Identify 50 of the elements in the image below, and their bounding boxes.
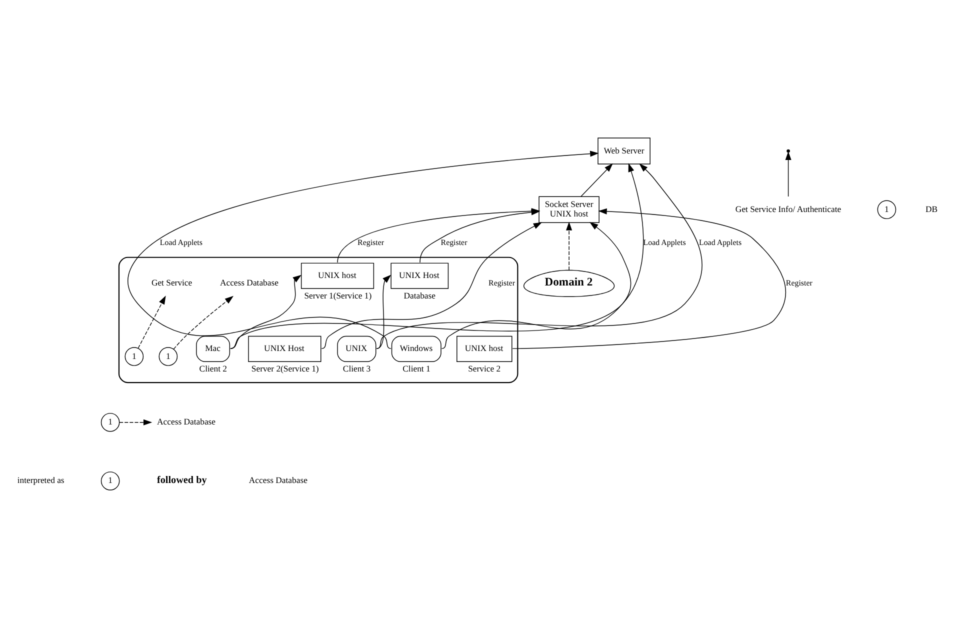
label: Access Database xyxy=(248,474,307,485)
edge-label: Register xyxy=(440,237,467,246)
node-circle: 1 xyxy=(124,346,144,366)
node-label: Client 2 xyxy=(198,362,227,373)
edge-label: Load Applets xyxy=(698,237,742,246)
node-box: UNIX Host xyxy=(248,335,321,362)
node-label: Client 1 xyxy=(402,362,430,373)
label: DB xyxy=(925,203,938,214)
node-box: UNIX Host xyxy=(390,262,448,288)
arrow xyxy=(320,222,542,348)
node-text: Get Service xyxy=(150,277,192,288)
node-label: Server 1(Service 1) xyxy=(304,290,372,300)
edge-label: Register xyxy=(357,237,384,246)
label: followed by xyxy=(156,474,206,486)
node-label: Client 3 xyxy=(342,362,370,373)
node-label: Service 2 xyxy=(468,362,500,373)
arrow xyxy=(784,150,791,196)
node-circle: 1 xyxy=(876,200,896,219)
node-text: Access Database xyxy=(219,277,278,288)
node-box: UNIX xyxy=(336,335,376,362)
edge-label: Register xyxy=(785,278,812,287)
edge-label: Load Applets xyxy=(159,237,202,246)
arrow xyxy=(376,274,391,348)
node-text: Get Service Info/ Authenticate xyxy=(734,203,841,214)
edge-label: Register xyxy=(488,278,514,287)
arrow xyxy=(376,163,702,348)
arrow xyxy=(137,295,166,348)
arrow xyxy=(230,162,644,348)
node-box: Web Server xyxy=(597,137,650,164)
node-text: Access Database xyxy=(156,416,216,426)
arrow xyxy=(566,221,572,270)
cluster xyxy=(118,256,518,383)
node-circle: 1 xyxy=(100,471,120,490)
node-box: Windows xyxy=(390,335,441,362)
arrow xyxy=(440,222,631,348)
node-box: UNIX host xyxy=(456,335,512,362)
node-circle: 1 xyxy=(100,412,120,432)
node-label: Database xyxy=(403,290,435,300)
node-box: Socket Server UNIX host xyxy=(538,196,599,223)
edge-label: Load Applets xyxy=(642,237,686,246)
arrow xyxy=(580,162,612,196)
arrow xyxy=(172,295,234,349)
node-label: Server 2(Service 1) xyxy=(250,362,318,373)
arrow xyxy=(127,150,598,348)
arrow xyxy=(230,274,301,348)
arrow xyxy=(118,418,152,425)
node-box: UNIX host xyxy=(300,262,374,288)
node-circle: 1 xyxy=(158,346,178,366)
label: interpreted as xyxy=(16,474,64,485)
node-box: Mac xyxy=(196,335,230,362)
